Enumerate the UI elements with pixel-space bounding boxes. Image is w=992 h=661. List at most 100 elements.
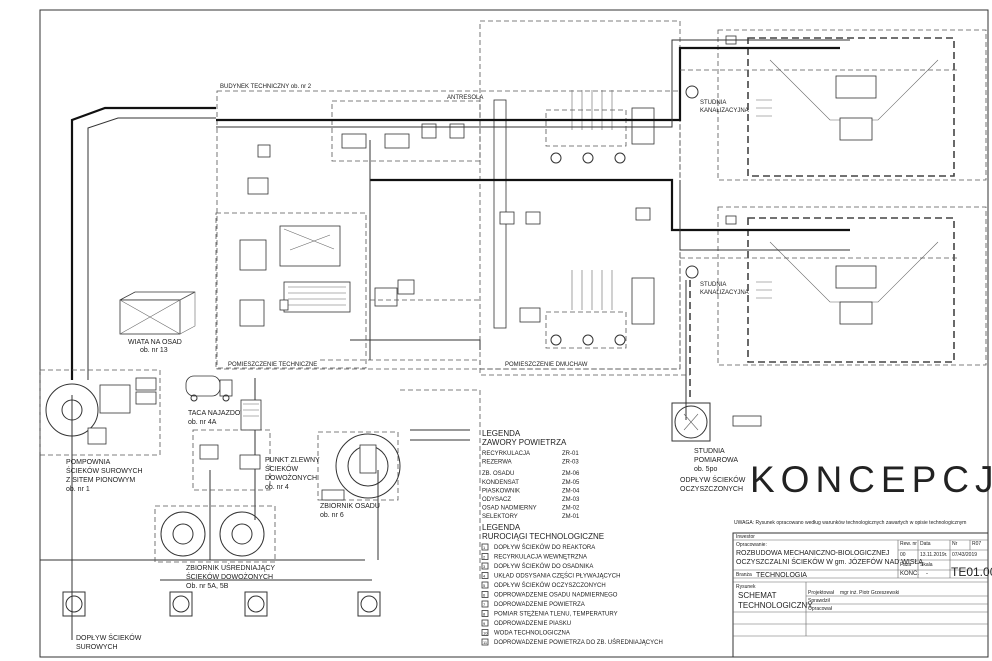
legend-pipe-name: POMIAR STĘŻENIA TLENU, TEMPERATURY (494, 611, 618, 618)
legend-pipe-box (481, 553, 489, 560)
technical-building-label: BUDYNEK TECHNICZNY ob. nr 2 (220, 84, 312, 90)
project-title-a: ROZBUDOWA MECHANICZNO-BIOLOGICZNEJ (736, 550, 889, 557)
discharge-point: PUNKT ZLEWNY ŚCIEKÓW DOWOŻONYCH ob. nr 4 (192, 429, 320, 491)
technical-building: BUDYNEK TECHNICZNY ob. nr 2 ANTRESOLA PO… (215, 20, 681, 370)
legend-pipe-number: 6 (483, 593, 486, 598)
sewer-wells: STUDNIA KANALIZACYJNA STUDNIA KANALIZACY… (685, 85, 749, 296)
pumping-station-label-c: Z SITEM PIONOWYM (66, 477, 135, 484)
sewer-well-2-label-a: STUDNIA (700, 282, 726, 288)
rev-label: Rew. nr (900, 541, 917, 547)
legend-valve-code: ZM-03 (562, 497, 580, 503)
date-value: 13.11.2019r. (920, 552, 947, 558)
date-label: Data (920, 541, 931, 547)
legend-pipes-title-b: RUROCIĄGI TECHNOLOGICZNE (482, 532, 604, 541)
phase-value: KONC. (900, 571, 919, 577)
discharge-point-label-b: ŚCIEKÓW (265, 464, 298, 473)
main-pipes (40, 39, 960, 640)
legend-pipe-box (481, 591, 489, 598)
sewer-well-1-label-a: STUDNIA (700, 100, 726, 106)
blowers (493, 90, 655, 349)
project-number: 07/43/2019 (952, 552, 977, 558)
discipline-label: Branża (736, 572, 752, 578)
pumping-station-label-d: ob. nr 1 (66, 486, 90, 493)
legend-pipe-box (481, 629, 489, 636)
discharge-point-label-c: DOWOŻONYCH (265, 473, 317, 482)
legend-pipe-box (481, 572, 489, 579)
project-title-b: OCZYSZCZALNI ŚCIEKÓW W gm. JÓZEFÓW NAD W… (736, 557, 923, 566)
legend-pipe-number: 7 (483, 602, 486, 607)
drawing-title-b: TECHNOLOGICZNY (738, 601, 813, 610)
pumping-station: POMPOWNIA ŚCIEKÓW SUROWYCH Z SITEM PIONO… (39, 369, 161, 493)
number-label: Nr (952, 541, 958, 547)
inflow-label-b: SUROWYCH (76, 644, 118, 651)
legend-valve-code: ZM-05 (562, 480, 580, 486)
legend-valve-name: KONDENSAT (482, 480, 519, 486)
drawing-frame (39, 9, 989, 658)
legend-valve-code: ZM-04 (562, 488, 580, 494)
scale-label: Skala (920, 562, 933, 568)
investor-label: Inwestor (736, 534, 755, 540)
legend-pipe-name: DOPŁYW ŚCIEKÓW DO OSADNIKA (494, 562, 593, 570)
legend-valve-name: RECYRKULACJA (482, 451, 530, 457)
sewer-well-2-label-b: KANALIZACYJNA (700, 290, 749, 296)
designer-name: mgr inż. Piotr Grzeszewski (840, 590, 899, 596)
legend-pipe-name: RECYRKULACJA WEWNĘTRZNA (494, 555, 587, 561)
designer-label: Projektował (808, 590, 835, 596)
sheet-code: TE01.00 (951, 565, 992, 579)
discipline-value: TECHNOLOGIA (756, 572, 807, 579)
legend-pipe-name: DOPROWADZENIE POWIETRZA (494, 602, 585, 608)
sludge-shed-label-a: WIATA NA OSAD (128, 339, 182, 346)
legend-pipe-number: 5 (483, 583, 486, 588)
legend-pipes-title-a: LEGENDA (482, 523, 521, 532)
measuring-well: STUDNIA POMIAROWA ob. 5po ODPŁYW ŚCIEKÓW… (671, 402, 762, 493)
legend-pipe-name: WODA TECHNOLOGICZNA (494, 631, 570, 637)
outflow-label-b: OCZYSZCZONYCH (680, 486, 743, 493)
measuring-well-label-a: STUDNIA (694, 448, 725, 455)
legend-valves-title-b: ZAWORY POWIETRZA (482, 438, 567, 447)
equalization-tanks: ZBIORNIK UŚREDNIAJĄCY ŚCIEKÓW DOWOŻONYCH… (154, 505, 276, 590)
legend-valve-code: ZR-03 (562, 460, 579, 466)
legend-pipe-number: 1 (483, 545, 486, 550)
sewer-well-1-label-b: KANALIZACYJNA (700, 108, 749, 114)
rev-value: 00 (900, 552, 906, 558)
reactor-3b (717, 29, 987, 181)
measuring-well-label-b: POMIAROWA (694, 457, 738, 464)
sludge-shed: WIATA NA OSAD ob. nr 13 (119, 291, 196, 354)
legend-valve-name: ZB. OSADU (482, 471, 514, 477)
legend-pipe-box (481, 638, 489, 646)
legend-pipe-name: ODPROWADZENIE OSADU NADMIERNEGO (494, 593, 618, 599)
legend-pipe-number: 9 (483, 621, 486, 626)
discharge-point-label-a: PUNKT ZLEWNY (265, 457, 320, 464)
equalization-tank-label-c: Ob. nr 5A, 5B (186, 583, 229, 590)
technical-room-label: POMIESZCZENIE TECHNICZNE (228, 362, 317, 368)
concept-stamp: KONCEPCJA (750, 459, 992, 500)
blower-room-label: POMIESZCZENIE DMUCHAW (505, 362, 588, 368)
legend-pipe-number: 10 (483, 631, 488, 636)
tray-label-a: TACA NAJAZDOWA (188, 410, 252, 417)
legend-pipe-box (481, 581, 489, 589)
sludge-tank-label-b: ob. nr 6 (320, 512, 344, 519)
drive-on-tray: TACA NAJAZDOWA ob. nr 4A (185, 375, 262, 431)
legend-valve-code: ZM-01 (562, 514, 580, 520)
legend-valve-code: ZR-01 (562, 451, 579, 457)
checker-label: Sprawdził (808, 598, 831, 604)
drawing-title-a: SCHEMAT (738, 591, 777, 600)
equalization-tank-label-a: ZBIORNIK UŚREDNIAJĄCY (186, 563, 275, 572)
legend-pipe-box (481, 619, 489, 627)
legend-pipe-box (481, 600, 489, 608)
legend-valve-code: ZM-02 (562, 506, 580, 512)
legend-pipe-number: 8 (483, 612, 486, 617)
note-text: UWAGA: Rysunek opracowano według warunkó… (734, 520, 966, 526)
legend-valve-name: OSAD NADMIERNY (482, 506, 537, 512)
legend-valve-code: ZM-06 (562, 471, 580, 477)
tray-label-b: ob. nr 4A (188, 419, 217, 426)
legend-pipe-number: 2 (483, 555, 486, 560)
phase-label: Faza (900, 562, 911, 568)
mezzanine-label: ANTRESOLA (447, 95, 483, 101)
legend-pipe-name: UKŁAD ODSYSANIA CZĘŚCI PŁYWAJĄCYCH (494, 572, 620, 580)
legend-valve-name: PIASKOWNIK (482, 488, 520, 494)
equalization-tank-label-b: ŚCIEKÓW DOWOŻONYCH (186, 572, 273, 581)
legend-pipe-number: 4 (483, 574, 486, 579)
sludge-tank: ZBIORNIK OSADU ob. nr 6 (317, 431, 401, 519)
